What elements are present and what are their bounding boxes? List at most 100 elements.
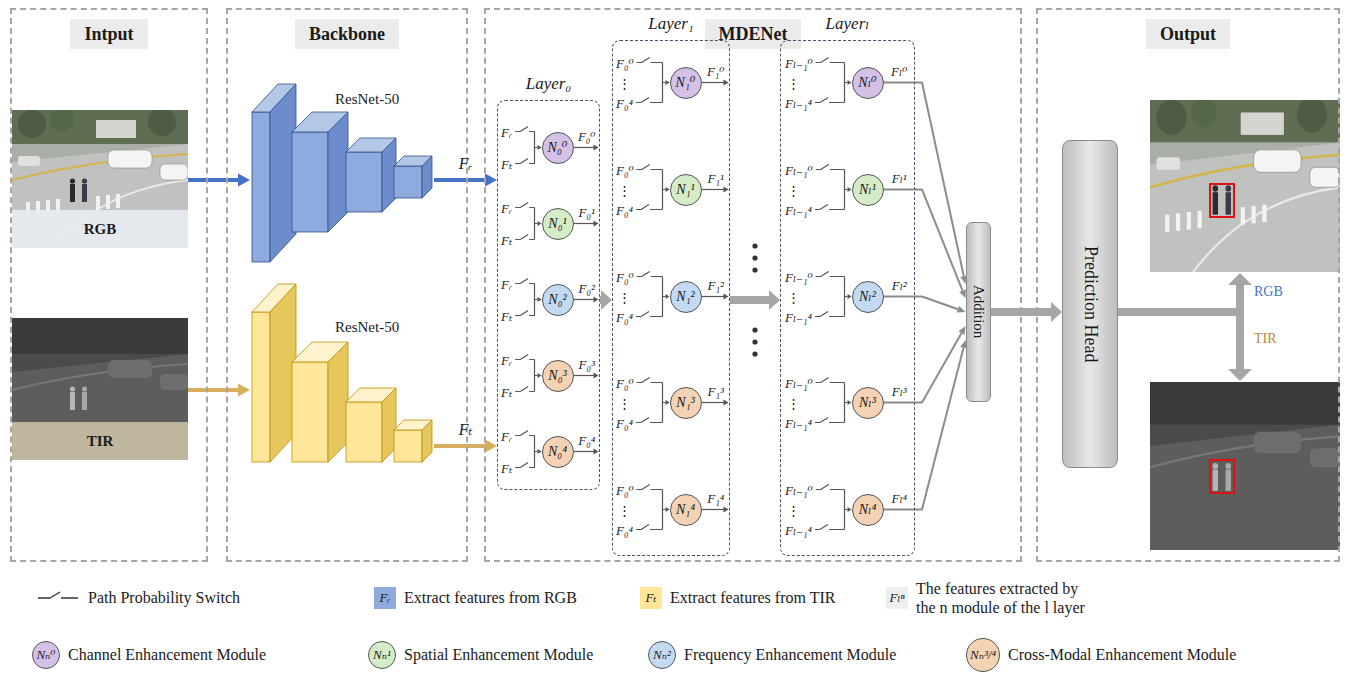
module-symbol: N₁¹ bbox=[676, 183, 694, 197]
label-slot: Fₗ₋₁⁴ bbox=[785, 94, 812, 112]
probability-switch bbox=[816, 378, 845, 383]
label-slot: F₀⁴ bbox=[616, 201, 633, 219]
arrowhead bbox=[594, 145, 599, 151]
module-circle: N₀³ bbox=[542, 360, 574, 392]
probability-switch bbox=[515, 159, 534, 164]
label-slot: F₁³ bbox=[708, 382, 724, 400]
symbol-label: Fₗ³ bbox=[892, 384, 907, 399]
symbol-label: Fₗ₋₁⁴ bbox=[785, 416, 812, 431]
probability-switch bbox=[815, 525, 845, 530]
symbol-label: Nₙ⁰ bbox=[36, 648, 55, 662]
panel-heading: Output bbox=[1146, 19, 1230, 49]
merge-line bbox=[535, 284, 538, 316]
module-circle: N₁⁴ bbox=[670, 494, 702, 526]
symbol-label: ⋮ bbox=[618, 396, 631, 411]
arrowhead bbox=[601, 290, 612, 310]
legend-swatch: Fₗⁿ bbox=[886, 587, 908, 609]
symbol-label: Fₗ² bbox=[892, 278, 907, 293]
connector bbox=[991, 302, 1063, 322]
label-slot: F₀⁴ bbox=[616, 521, 633, 539]
legend-text: Extract features from TIR bbox=[670, 588, 835, 607]
symbol-label: F₀¹ bbox=[579, 205, 595, 220]
backbone-block: ResNet-50 bbox=[250, 280, 434, 466]
merge-line bbox=[663, 63, 666, 103]
legend-swatch: Fᵣ bbox=[374, 587, 396, 609]
panel: BackboneResNet-50ResNet-50 bbox=[226, 8, 468, 562]
arrowhead bbox=[957, 306, 966, 313]
symbol-label: ⋮ bbox=[787, 290, 800, 305]
label-slot: F₀⁴ bbox=[616, 308, 633, 326]
arrowhead bbox=[594, 373, 599, 379]
backbone-label: ResNet-50 bbox=[335, 318, 399, 336]
symbol-label: Fₗ₋₁⁴ bbox=[785, 310, 812, 325]
merge-line bbox=[845, 170, 848, 210]
arrowhead bbox=[666, 507, 670, 512]
label-slot: Fₜ bbox=[501, 155, 512, 173]
module-symbol: Nₗ³ bbox=[859, 396, 876, 410]
symbol-label: F₀⁰ bbox=[616, 376, 634, 391]
label-slot: ⋮ bbox=[787, 394, 800, 412]
probability-switch bbox=[815, 98, 845, 103]
panel: MDENetLayer₀N₀⁰N₀¹N₀²N₀³N₀⁴Layer₁N₁⁰N₁¹N… bbox=[484, 8, 1022, 562]
arrowhead bbox=[1051, 302, 1062, 322]
layer-title: Layer₁ bbox=[613, 14, 729, 34]
module-symbol: N₁⁴ bbox=[676, 503, 695, 517]
image-caption: RGB bbox=[12, 210, 188, 248]
module-circle: N₁⁰ bbox=[670, 67, 702, 99]
connector bbox=[434, 440, 497, 453]
probability-switch bbox=[515, 127, 534, 132]
symbol-label: F₁⁰ bbox=[707, 64, 725, 79]
connector-line bbox=[188, 388, 238, 392]
panel: OutputPrediction Head bbox=[1036, 8, 1340, 562]
symbol-label: F₀⁴ bbox=[616, 203, 633, 218]
label-slot: ⋮ bbox=[618, 394, 631, 412]
label-slot: Fₗ₋₁⁰ bbox=[785, 481, 813, 499]
symbol-label: Fᵣ bbox=[501, 201, 512, 216]
arrowhead bbox=[538, 221, 542, 226]
symbol-label: Fₜ bbox=[501, 385, 512, 400]
symbol-label: ⋮ bbox=[787, 396, 800, 411]
connector-line bbox=[884, 83, 964, 277]
probability-switch bbox=[637, 165, 663, 170]
prediction-head: Prediction Head bbox=[1062, 140, 1118, 468]
legend-item: FᵣExtract features from RGB bbox=[374, 587, 577, 609]
module-symbol: Nₗ⁰ bbox=[858, 76, 876, 90]
symbol-label: Fₗ₋₁⁰ bbox=[785, 163, 813, 178]
symbol-label: Fₗ⁰ bbox=[891, 64, 907, 79]
arrowhead bbox=[666, 400, 670, 405]
legend-text: Frequency Enhancement Module bbox=[684, 645, 896, 664]
symbol-label: F₀⁰ bbox=[578, 129, 596, 144]
symbol-label: ⋮ bbox=[787, 503, 800, 518]
label-slot: Fₗ₋₁⁴ bbox=[785, 308, 812, 326]
legend-text: The features extracted by the n module o… bbox=[916, 579, 1092, 617]
probability-switch bbox=[636, 205, 663, 210]
module-symbol: N₀⁴ bbox=[548, 445, 567, 459]
arrowhead bbox=[666, 187, 670, 192]
label-slot: Fₗ² bbox=[892, 276, 907, 294]
symbol-label: Fᵣ bbox=[501, 353, 512, 368]
label-slot: TIR bbox=[1254, 329, 1277, 347]
connector bbox=[434, 174, 497, 187]
label-slot: Fₗ₋₁⁴ bbox=[785, 414, 812, 432]
symbol-label: F₀⁴ bbox=[616, 523, 633, 538]
label-slot: ⋮ bbox=[618, 74, 631, 92]
panel: IntputRGBTIR bbox=[10, 8, 208, 562]
probability-switch bbox=[815, 312, 845, 317]
module-symbol: N₁⁰ bbox=[676, 76, 696, 90]
module-circle: Nₗ⁴ bbox=[852, 494, 884, 526]
probability-switch bbox=[816, 58, 845, 63]
probability-switch bbox=[515, 311, 534, 316]
arrowhead bbox=[594, 297, 599, 303]
legend-item: Fₗⁿ The features extracted by the n modul… bbox=[886, 579, 1092, 617]
legend-item: Nₙ³/⁴Cross-Modal Enhancement Module bbox=[966, 638, 1236, 672]
arrowhead bbox=[666, 294, 670, 299]
arrowhead bbox=[485, 174, 497, 187]
legend-swatch: Nₙ¹ bbox=[368, 641, 396, 669]
probability-switch bbox=[637, 272, 663, 277]
symbol-label: Fₗ₋₁⁴ bbox=[785, 96, 812, 111]
symbol-label: F₁⁴ bbox=[707, 491, 724, 506]
connector bbox=[188, 384, 250, 397]
module-circle: Nₗ² bbox=[852, 281, 884, 313]
symbol-label: F₀² bbox=[579, 281, 595, 296]
